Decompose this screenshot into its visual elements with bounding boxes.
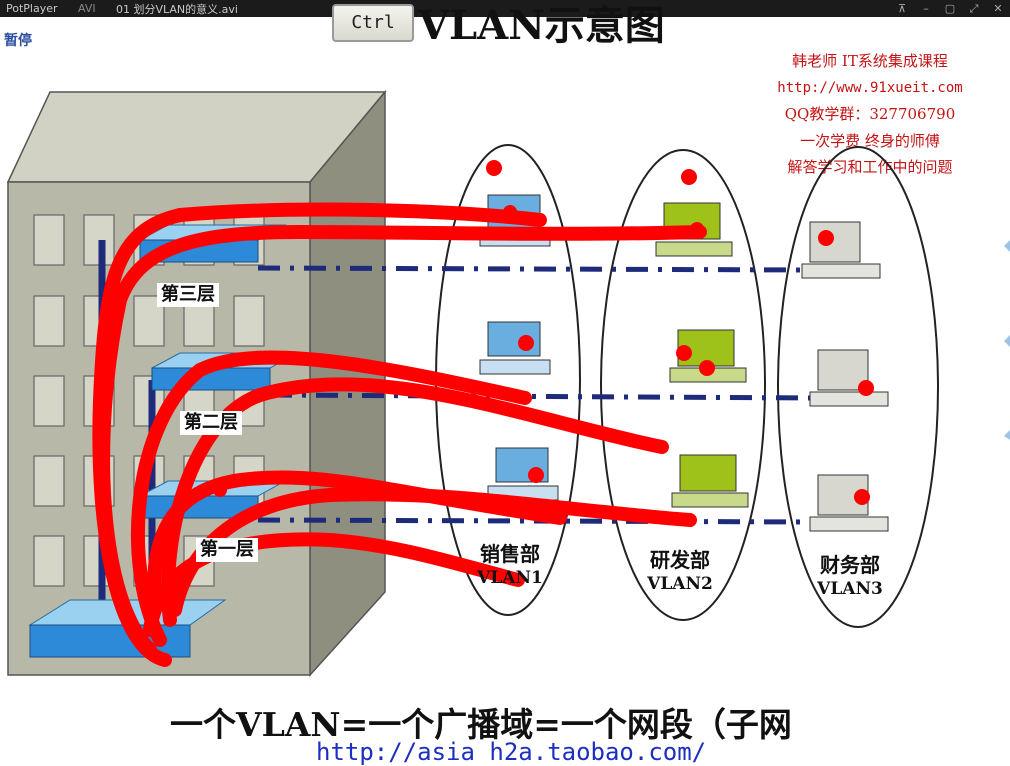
dept-vlan: VLAN1	[477, 568, 543, 588]
pin-icon[interactable]: ⊼	[897, 2, 907, 15]
dept-name: 财务部	[820, 553, 880, 577]
dept-vlan: VLAN2	[647, 574, 713, 594]
window-titlebar: PotPlayer AVI 01 划分VLAN的意义.avi ⊼ – ▢ ⤢ ✕	[0, 0, 1010, 17]
dept-label-rd: 研发部 VLAN2	[630, 548, 730, 596]
file-format: AVI	[78, 2, 96, 15]
computer-finance-2	[809, 349, 889, 407]
dept-label-finance: 财务部 VLAN3	[800, 553, 900, 601]
dept-name: 研发部	[650, 548, 710, 572]
floor-label-3: 第三层	[157, 283, 219, 307]
computer-sales-3	[487, 447, 559, 501]
dept-vlan: VLAN3	[817, 579, 883, 599]
promo-line: 一次学费 终身的师傅	[800, 131, 940, 150]
ctrl-key-badge: Ctrl	[332, 4, 414, 42]
bottom-url: http://asia h2a.taobao.com/	[316, 738, 707, 766]
minimize-icon[interactable]: –	[923, 2, 929, 15]
computer-sales-2	[479, 321, 551, 375]
computer-rd-1	[655, 202, 733, 257]
vlan3-ellipse	[777, 146, 939, 628]
promo-line: 韩老师 IT系统集成课程	[792, 52, 948, 70]
computer-rd-3	[671, 454, 749, 508]
vlan2-ellipse	[600, 149, 766, 621]
promo-line: QQ教学群：327706790	[784, 105, 956, 123]
computer-finance-1	[801, 221, 881, 279]
fullscreen-icon[interactable]: ⤢	[969, 2, 979, 15]
dept-name: 销售部	[480, 542, 540, 566]
vlan-definition-text: 一个VLAN=一个广播域=一个网段（子网	[170, 705, 792, 744]
side-arrow-icons	[1004, 240, 1010, 440]
window-title: 01 划分VLAN的意义.avi	[116, 2, 238, 16]
slide-title: VLAN示意图	[418, 2, 665, 49]
app-name[interactable]: PotPlayer	[6, 2, 58, 15]
floor-label-1: 第一层	[196, 538, 258, 562]
window-controls: ⊼ – ▢ ⤢ ✕	[890, 0, 1010, 17]
maximize-icon[interactable]: ▢	[944, 2, 956, 15]
pause-status: 暂停	[4, 33, 32, 49]
dept-label-sales: 销售部 VLAN1	[465, 542, 555, 590]
computer-finance-3	[809, 474, 889, 532]
floor-label-2: 第二层	[180, 411, 242, 435]
red-annotation-dots	[213, 160, 874, 505]
red-annotation-strokes	[92, 202, 707, 667]
close-icon[interactable]: ✕	[993, 2, 1003, 15]
layer2-link	[269, 392, 816, 401]
promo-line: http://www.91xueit.com	[777, 79, 963, 96]
